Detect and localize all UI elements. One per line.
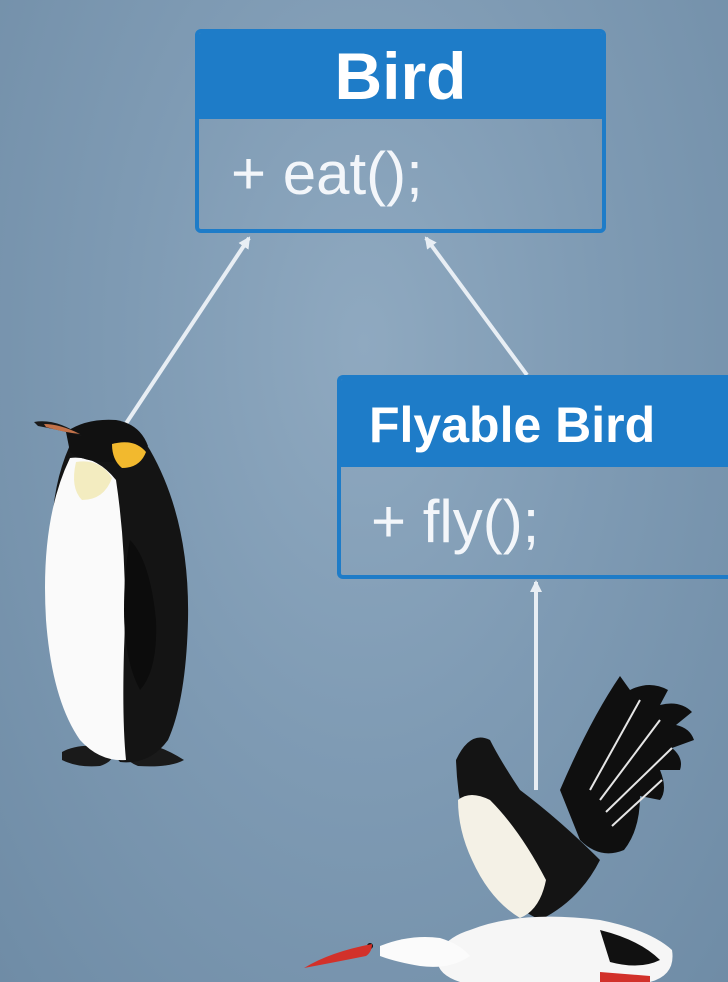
- bird-class-name: Bird: [199, 33, 602, 119]
- penguin-to-bird-arrow: [123, 236, 251, 427]
- flyable-bird-class-method: + fly();: [371, 488, 540, 555]
- bird-class-method: + eat();: [231, 140, 423, 207]
- flyable-bird-class-name: Flyable Bird: [341, 379, 728, 467]
- flyable-bird-class-box: Flyable Bird + fly();: [337, 375, 728, 579]
- bird-class-box: Bird + eat();: [195, 29, 606, 233]
- flyable-to-bird-arrow: [424, 236, 529, 377]
